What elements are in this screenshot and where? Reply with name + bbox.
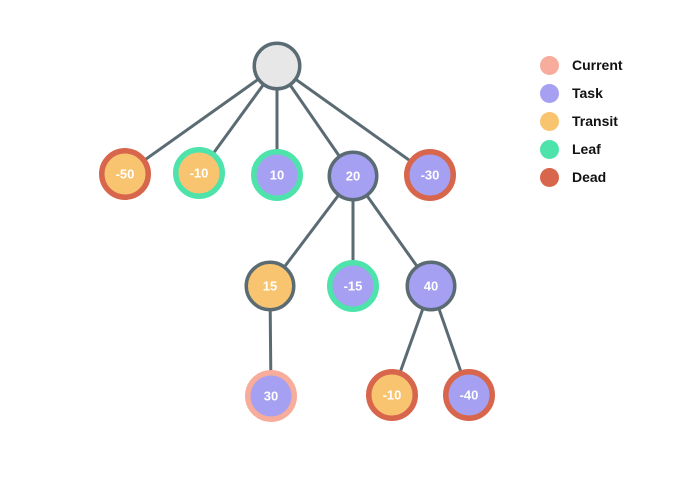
tree-node--10: -10 [173,147,225,199]
tree-node--30: -30 [404,149,456,201]
tree-node--10: -10 [366,369,418,421]
legend-item-task: Task [540,84,623,103]
node-circle [327,260,379,312]
legend-label: Leaf [572,141,601,157]
node-value-label: 10 [270,168,284,183]
node-circle [245,370,297,422]
node-value-label: 40 [424,279,438,294]
node-circle [244,260,296,312]
node-circle [443,369,495,421]
legend-item-transit: Transit [540,112,623,131]
legend-label: Dead [572,169,607,185]
tree-node--50: -50 [99,148,151,200]
legend-swatch-circle [540,168,559,187]
node-circle [405,260,457,312]
legend-label: Transit [572,113,618,129]
legend-swatch-circle [540,56,559,75]
legend-swatch-circle [540,112,559,131]
legend-swatch-circle [540,84,559,103]
node-value-label: -10 [383,388,402,403]
tree-node-20: 20 [327,150,379,202]
tree-node-root [252,41,302,91]
node-circle [327,150,379,202]
legend-item-leaf: Leaf [540,140,623,159]
node-circle [99,148,151,200]
node-circle [252,41,302,91]
node-circle [251,149,303,201]
node-value-label: 30 [264,389,278,404]
tree-node--40: -40 [443,369,495,421]
legend-swatch-circle [540,140,559,159]
node-value-label: -50 [116,167,135,182]
node-circle [404,149,456,201]
legend-label: Task [572,85,603,101]
node-value-label: -15 [344,279,363,294]
legend-label: Current [572,57,623,73]
node-circle [366,369,418,421]
legend-item-dead: Dead [540,168,623,187]
node-value-label: -30 [421,168,440,183]
node-value-label: -40 [460,388,479,403]
node-value-label: -10 [190,166,209,181]
tree-node-40: 40 [405,260,457,312]
tree-edge-root-n_m50 [124,64,278,176]
node-circle [173,147,225,199]
tree-node-30: 30 [245,370,297,422]
tree-node--15: -15 [327,260,379,312]
tree-edge-root-n_m30 [276,64,431,177]
legend-item-current: Current [540,56,623,75]
node-value-label: 20 [346,169,360,184]
tree-node-15: 15 [244,260,296,312]
node-value-label: 15 [263,279,277,294]
tree-node-10: 10 [251,149,303,201]
